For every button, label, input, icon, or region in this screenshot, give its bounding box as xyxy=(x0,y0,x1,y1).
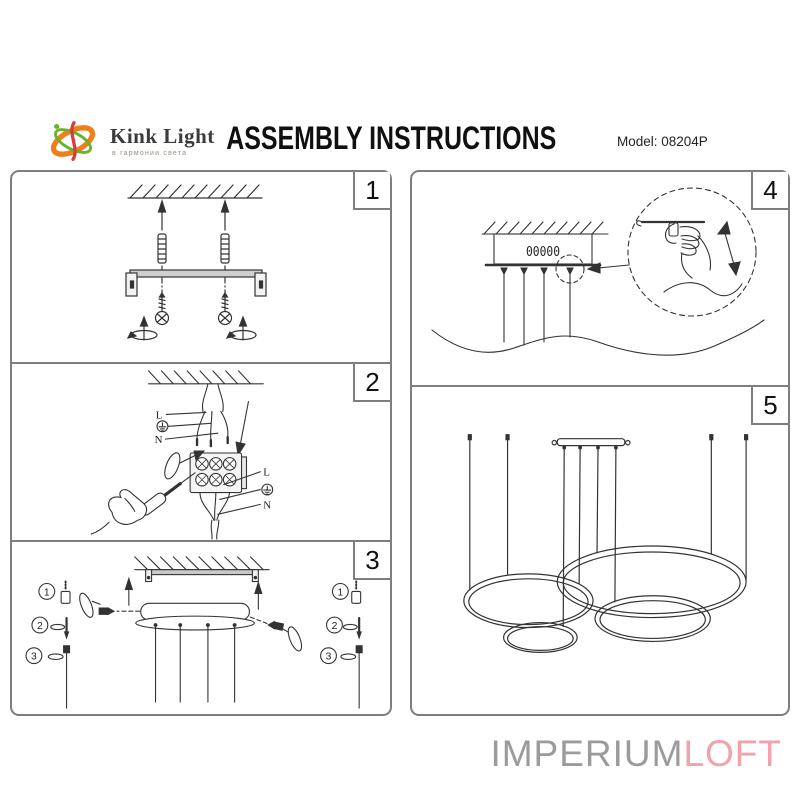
earth-ground-icon xyxy=(156,420,169,433)
ceiling-hatch-icon xyxy=(134,556,270,583)
step-2-number: 2 xyxy=(353,364,390,402)
brand-name: Kink Light xyxy=(110,123,215,148)
rotate-arrow-left-icon xyxy=(126,315,158,341)
mounting-bracket-icon xyxy=(125,269,267,297)
step-3-diagram: 1 2 3 1 xyxy=(25,556,363,709)
step-2-panel: 2 L xyxy=(12,362,390,540)
part-2-marker: 2 xyxy=(332,621,338,632)
part-1-marker: 1 xyxy=(337,587,343,598)
step-5-number: 5 xyxy=(751,387,788,425)
rotate-arrow-right-icon xyxy=(225,315,257,341)
step-2-diagram: L N xyxy=(90,370,274,540)
terminal-block-icon xyxy=(189,452,248,494)
hand-adjust-detail-icon xyxy=(627,187,757,317)
step-4-diagram: 00000 xyxy=(431,187,765,356)
canopy-icon: 00000 xyxy=(484,233,602,267)
page-title: ASSEMBLY INSTRUCTIONS xyxy=(226,120,557,156)
step-5-panel: 5 xyxy=(412,385,788,714)
fixture-wires-icon xyxy=(199,491,231,540)
wire-labels-left: L N xyxy=(155,409,219,446)
supply-wires-icon xyxy=(195,383,229,448)
step-1-number: 1 xyxy=(353,172,390,210)
part-2-marker: 2 xyxy=(37,621,43,632)
insert-arrow-icon xyxy=(235,401,250,457)
step-5-diagram xyxy=(463,434,749,653)
ceiling-hatch-icon xyxy=(148,370,264,385)
model-number: Model: 08204P xyxy=(617,134,708,149)
side-screw-left-icon xyxy=(79,592,141,618)
brand-tagline: в гармонии света xyxy=(112,149,188,157)
label-neutral: N xyxy=(263,499,271,511)
anchor-screw-left-icon xyxy=(154,199,170,326)
right-panel-column: 4 00000 xyxy=(410,170,790,716)
left-panel-column: 1 xyxy=(10,170,392,716)
light-rings-icon xyxy=(463,545,747,653)
anchor-screw-right-icon xyxy=(217,199,233,326)
suspension-wires-icon xyxy=(500,267,574,346)
canopy-icon xyxy=(135,602,255,703)
step-4-number: 4 xyxy=(751,172,788,210)
step-1-diagram xyxy=(125,184,267,341)
detail-target-circle xyxy=(555,254,585,284)
wire-labels-right: L N xyxy=(217,467,274,515)
ceiling-hatch-icon xyxy=(127,184,263,199)
watermark-primary: IMPERIUM xyxy=(490,733,684,774)
step-3-number: 3 xyxy=(353,542,390,580)
kink-light-logo-icon xyxy=(50,121,96,161)
label-live: L xyxy=(263,467,270,479)
ceiling-hatch-icon xyxy=(481,221,609,235)
canopy-icon xyxy=(551,438,631,450)
label-live: L xyxy=(156,409,163,421)
step-3-panel: 3 xyxy=(12,540,390,714)
part-3-marker: 3 xyxy=(31,652,37,663)
detail-pointer-arrow-icon xyxy=(586,262,630,274)
step-1-panel: 1 xyxy=(12,172,390,362)
side-screw-right-icon xyxy=(249,616,303,652)
ring-edge-curve xyxy=(431,319,765,356)
imperiumloft-watermark: IMPERIUMLOFT xyxy=(490,733,782,775)
canopy-slots: 00000 xyxy=(526,245,560,260)
suspension-wires-icon xyxy=(467,434,749,628)
rotate-arrow-icon xyxy=(164,450,206,480)
brand-logo: Kink Light в гармонии света xyxy=(44,114,215,168)
lift-arrow-left-icon xyxy=(124,576,134,606)
parts-list-left: 1 2 3 xyxy=(25,580,71,709)
earth-ground-icon xyxy=(261,483,274,496)
lift-arrow-right-icon xyxy=(254,580,263,610)
label-neutral: N xyxy=(155,434,163,446)
step-4-panel: 4 00000 xyxy=(412,172,788,385)
watermark-accent: LOFT xyxy=(683,733,782,774)
part-1-marker: 1 xyxy=(44,587,50,598)
part-3-marker: 3 xyxy=(326,652,332,663)
parts-list-right: 1 2 3 xyxy=(320,580,363,709)
hand-screwdriver-icon xyxy=(90,472,196,535)
